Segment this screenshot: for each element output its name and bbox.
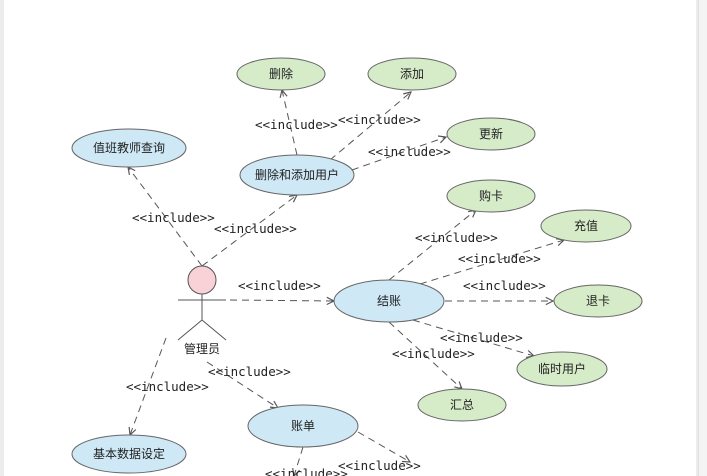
include-edge-actor-checkout <box>229 300 334 301</box>
use-case-label: 删除和添加用户 <box>255 167 339 182</box>
include-edge-checkout-recharge <box>419 240 564 285</box>
use-case-label: 退卡 <box>586 294 610 308</box>
use-case-label: 删除 <box>269 66 293 81</box>
include-edges <box>128 90 564 476</box>
include-edge-actor-teacher_query <box>128 167 203 267</box>
use-case-bill[interactable]: 账单 <box>247 404 359 448</box>
use-case-label: 添加 <box>400 67 424 81</box>
include-label: <<include>> <box>440 330 523 345</box>
use-case-teacher-query[interactable]: 值班教师查询 <box>71 128 187 168</box>
use-case-label: 基本数据设定 <box>93 446 165 461</box>
include-label: <<include>> <box>255 117 338 132</box>
include-edge-checkout-buy_card <box>388 210 476 281</box>
include-label: <<include>> <box>238 278 321 293</box>
actor-left-leg <box>177 319 203 341</box>
include-edge-bill-offscreen_2 <box>357 431 410 462</box>
include-label: <<include>> <box>265 466 348 476</box>
include-label: <<include>> <box>392 346 475 361</box>
use-case-buy-card[interactable]: 购卡 <box>446 179 536 213</box>
use-case-ellipse <box>236 57 326 91</box>
include-edge-checkout-summary <box>388 321 462 389</box>
use-case-ellipse <box>417 388 507 422</box>
use-case-user-manage[interactable]: 删除和添加用户 <box>239 154 355 196</box>
use-case-ellipse <box>446 179 536 213</box>
use-case-ellipse <box>553 284 643 318</box>
use-case-recharge[interactable]: 充值 <box>540 209 632 243</box>
include-label: <<include>> <box>338 112 421 127</box>
use-case-delete[interactable]: 删除 <box>236 57 326 91</box>
use-case-label: 充值 <box>574 218 598 233</box>
use-case-label: 临时用户 <box>538 361 586 376</box>
include-edge-actor-basic_data <box>130 337 167 435</box>
include-edge-checkout-temp_user <box>412 319 534 356</box>
actor-head <box>187 265 217 295</box>
include-edge-user_manage-update <box>351 137 446 171</box>
include-label: <<include>> <box>214 221 297 236</box>
use-case-checkout[interactable]: 结账 <box>333 279 445 323</box>
use-case-label: 购卡 <box>479 188 503 203</box>
include-label: <<include>> <box>368 144 451 159</box>
actor-label: 管理员 <box>184 341 220 356</box>
include-label: <<include>> <box>463 278 546 293</box>
use-case-add[interactable]: 添加 <box>367 57 457 91</box>
use-case-ellipse <box>71 434 187 474</box>
use-case-label: 汇总 <box>450 398 474 412</box>
use-case-label: 结账 <box>377 294 401 308</box>
scrollbar-track[interactable] <box>698 0 707 476</box>
use-case-basic-data[interactable]: 基本数据设定 <box>71 434 187 474</box>
use-case-label: 值班教师查询 <box>93 140 165 155</box>
include-edge-user_manage-add <box>329 92 411 161</box>
include-edge-bill-offscreen_1 <box>294 446 304 476</box>
use-case-label: 更新 <box>479 126 503 141</box>
actor-right-leg <box>201 319 227 341</box>
actor-admin: 管理员 <box>177 265 227 356</box>
include-label: <<include>> <box>132 210 215 225</box>
use-case-ellipse <box>446 117 536 151</box>
include-label: <<include>> <box>208 364 291 379</box>
include-labels: <<include>><<include>><<include>><<inclu… <box>126 112 546 476</box>
include-edge-actor-bill <box>206 361 278 408</box>
include-label: <<include>> <box>458 251 541 266</box>
use-case-ellipse <box>247 404 359 448</box>
use-case-summary[interactable]: 汇总 <box>417 388 507 422</box>
include-label: <<include>> <box>415 230 498 245</box>
use-case-ellipse <box>367 57 457 91</box>
include-label: <<include>> <box>338 458 421 473</box>
use-case-refund-card[interactable]: 退卡 <box>553 284 643 318</box>
use-case-temp-user[interactable]: 临时用户 <box>516 351 608 387</box>
use-case-ellipse <box>540 209 632 243</box>
use-case-update[interactable]: 更新 <box>446 117 536 151</box>
use-case-ellipse <box>239 154 355 196</box>
include-edge-actor-user_manage <box>201 195 297 267</box>
include-label: <<include>> <box>126 379 209 394</box>
use-case-label: 账单 <box>291 419 315 433</box>
use-case-ellipse <box>333 279 445 323</box>
use-case-ellipse <box>516 351 608 387</box>
use-case-ellipse <box>71 128 187 168</box>
